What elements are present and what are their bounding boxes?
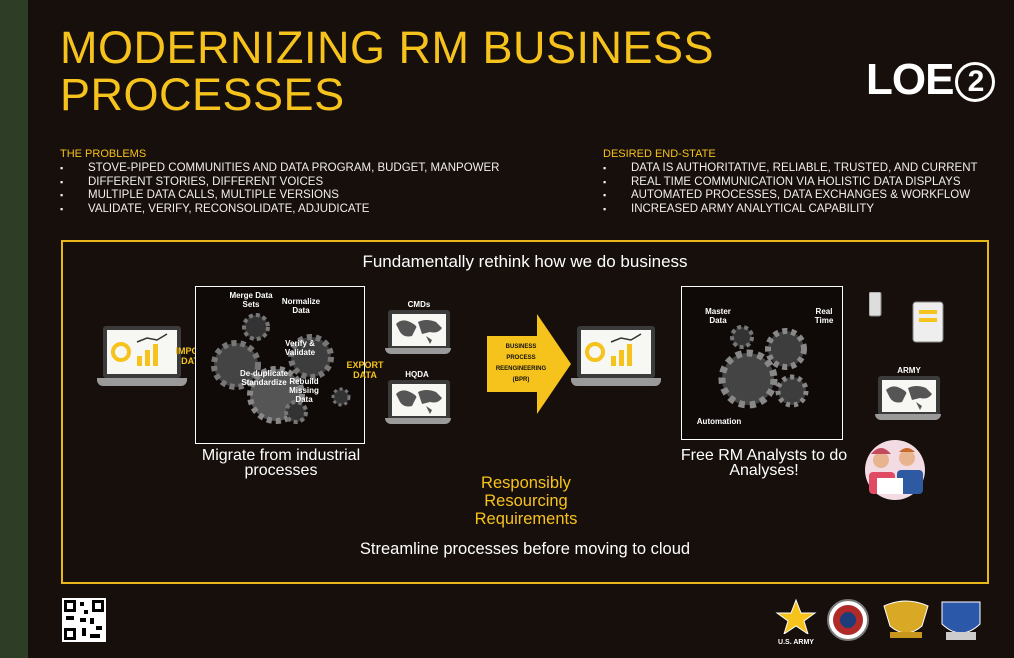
world-map-icon bbox=[396, 320, 442, 344]
gears-icon bbox=[211, 313, 351, 424]
end-state-item: DATA IS AUTHORITATIVE, RELIABLE, TRUSTED… bbox=[603, 162, 1003, 176]
eagle-emblem-icon bbox=[883, 600, 929, 638]
target-laptop bbox=[571, 326, 661, 392]
verify-label: Verify & Validate bbox=[284, 339, 316, 357]
left-caption: Migrate from industrial processes bbox=[201, 447, 361, 479]
cmds-label: CMDs bbox=[407, 300, 431, 309]
dashboard-screen bbox=[103, 326, 181, 378]
unit-crest-icon bbox=[941, 601, 981, 640]
page-title: MODERNIZING RM BUSINESS PROCESSES bbox=[60, 22, 715, 120]
end-state-heading: DESIRED END-STATE bbox=[603, 148, 716, 160]
gears-icon bbox=[718, 325, 809, 409]
rebuild-label: Rebuild Missing Data bbox=[289, 377, 319, 404]
diagram-heading: Fundamentally rethink how we do business bbox=[362, 252, 688, 271]
us-army-logo: U.S. ARMY bbox=[774, 598, 818, 646]
analysts-illustration bbox=[865, 440, 925, 500]
end-state-item: AUTOMATED PROCESSES, DATA EXCHANGES & WO… bbox=[603, 189, 1003, 203]
normalize-label: Normalize Data bbox=[281, 297, 321, 315]
army-star-icon bbox=[775, 598, 817, 636]
army-label: ARMY bbox=[897, 366, 921, 375]
end-state-item: INCREASED ARMY ANALYTICAL CAPABILITY bbox=[603, 203, 1003, 217]
center-text: Responsibly Resourcing Requirements bbox=[474, 474, 578, 528]
diagram-frame: Fundamentally rethink how we do business… bbox=[61, 240, 989, 584]
hqda-label: HQDA bbox=[405, 370, 429, 379]
problems-heading: THE PROBLEMS bbox=[60, 148, 147, 160]
export-label: EXPORT DATA bbox=[346, 360, 384, 380]
bpr-label: BUSINESS PROCESS REENGINEERING (BPR) bbox=[495, 344, 547, 383]
automation-label: Automation bbox=[696, 417, 742, 426]
problem-item: DIFFERENT STORIES, DIFFERENT VOICES bbox=[60, 176, 560, 190]
dashboard-chart-icon bbox=[585, 333, 642, 366]
problem-item: MULTIPLE DATA CALLS, MULTIPLE VERSIONS bbox=[60, 189, 560, 203]
import-label: IMPORT DATA bbox=[175, 346, 211, 366]
us-army-text: U.S. ARMY bbox=[778, 639, 814, 646]
problem-item: VALIDATE, VERIFY, RECONSOLIDATE, ADJUDIC… bbox=[60, 203, 560, 217]
automation-box: Master Data Real Time Automation bbox=[681, 286, 843, 440]
side-stripe bbox=[0, 0, 28, 658]
merge-label: Merge Data Sets bbox=[229, 291, 273, 309]
process-box: Merge Data Sets Normalize Data Verify & … bbox=[195, 286, 365, 444]
dedupe-label: De-duplicate Standardize bbox=[239, 369, 288, 387]
qr-code-icon bbox=[64, 600, 104, 640]
qr-code[interactable] bbox=[62, 598, 106, 642]
real-time-label: Real Time bbox=[814, 307, 834, 325]
world-map-icon bbox=[886, 386, 932, 410]
dashboard-chart-icon bbox=[111, 333, 168, 366]
loe-number: 2 bbox=[955, 62, 996, 103]
right-caption: Free RM Analysts to do Analyses! bbox=[680, 447, 848, 479]
diagram-footer: Streamline processes before moving to cl… bbox=[359, 540, 691, 558]
end-state-item: REAL TIME COMMUNICATION VIA HOLISTIC DAT… bbox=[603, 176, 1003, 190]
world-map-icon bbox=[396, 390, 442, 414]
loe-text: LOE bbox=[866, 55, 954, 104]
hqda-laptop bbox=[385, 380, 453, 428]
seal-emblem-icon bbox=[827, 599, 869, 641]
problems-section: THE PROBLEMS STOVE-PIPED COMMUNITIES AND… bbox=[60, 148, 560, 216]
cmds-laptop bbox=[385, 310, 453, 358]
source-laptop bbox=[97, 326, 187, 392]
end-state-section: DESIRED END-STATE DATA IS AUTHORITATIVE,… bbox=[603, 148, 1003, 216]
bpr-arrow-icon bbox=[487, 314, 571, 414]
problem-item: STOVE-PIPED COMMUNITIES AND DATA PROGRAM… bbox=[60, 162, 560, 176]
army-laptop bbox=[875, 376, 943, 424]
devices-icon bbox=[869, 292, 944, 343]
master-data-label: Master Data bbox=[705, 307, 731, 325]
